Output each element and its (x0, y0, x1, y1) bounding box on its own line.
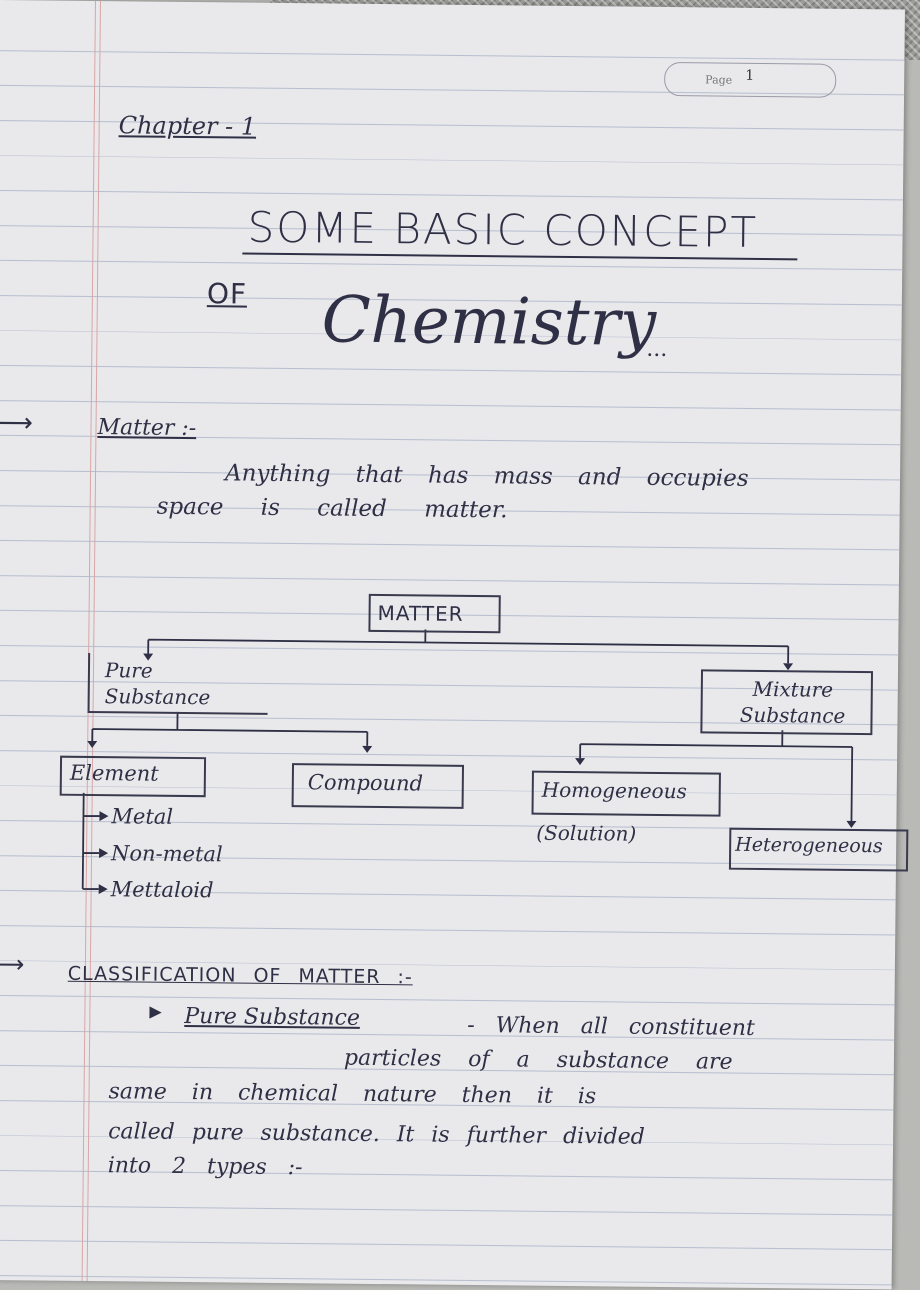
homogeneous-label: Homogeneous (541, 777, 687, 804)
matter-box-label: MATTER (377, 600, 464, 626)
pure-substance-text-1: - When all constituent (467, 1012, 755, 1041)
element-type-metal: Metal (111, 804, 174, 829)
element-type-non-metal: Non-metal (110, 841, 223, 867)
pure-substance-heading: Pure Substance (184, 1003, 361, 1031)
heterogeneous-label: Heterogeneous (735, 833, 883, 858)
compound-label: Compound (307, 770, 424, 796)
pure-substance-text-2: particles of a substance are (343, 1045, 733, 1075)
pure-substance-text-3: same in chemical nature then it is (108, 1079, 597, 1110)
element-label: Element (69, 760, 159, 786)
diagram-connectors (81, 629, 857, 895)
mixture-substance-label: Mixture Substance (739, 676, 846, 728)
element-type-metalloid: Mettaloid (110, 877, 214, 903)
pure-substance-text-5: into 2 types :- (107, 1153, 303, 1181)
pure-substance-text-4: called pure substance. It is further div… (108, 1119, 645, 1150)
arrow-icon-2: ⟶ (0, 949, 25, 979)
classification-heading: CLASSIFICATION OF MATTER :- (67, 962, 413, 989)
pure-substance-label: Pure Substance (104, 658, 211, 710)
solution-label: (Solution) (536, 820, 637, 846)
bullet-icon: ▶ (149, 1001, 162, 1021)
